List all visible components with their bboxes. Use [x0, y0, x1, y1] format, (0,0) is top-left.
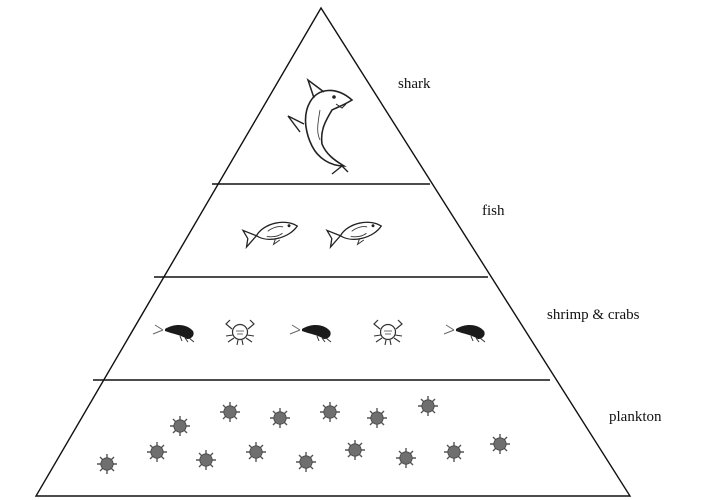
plankton-icon: [97, 454, 117, 474]
plankton-icon: [246, 442, 266, 462]
plankton-icon: [296, 452, 316, 472]
plankton-icon: [147, 442, 167, 462]
plankton-icon: [220, 402, 240, 422]
plankton-icon: [444, 442, 464, 462]
level-label-fish: fish: [482, 203, 505, 220]
plankton-icon: [170, 416, 190, 436]
pyramid-outline: [36, 8, 630, 496]
plankton-icon: [270, 408, 290, 428]
level-label-plankton: plankton: [609, 409, 662, 426]
plankton-icon: [418, 396, 438, 416]
plankton-icon: [345, 440, 365, 460]
plankton-icon: [367, 408, 387, 428]
level-label-shrimp-crabs: shrimp & crabs: [547, 307, 639, 324]
level-label-shark: shark: [398, 76, 431, 93]
plankton-icon: [396, 448, 416, 468]
plankton-icon: [490, 434, 510, 454]
plankton-icon: [196, 450, 216, 470]
plankton-icon: [320, 402, 340, 422]
